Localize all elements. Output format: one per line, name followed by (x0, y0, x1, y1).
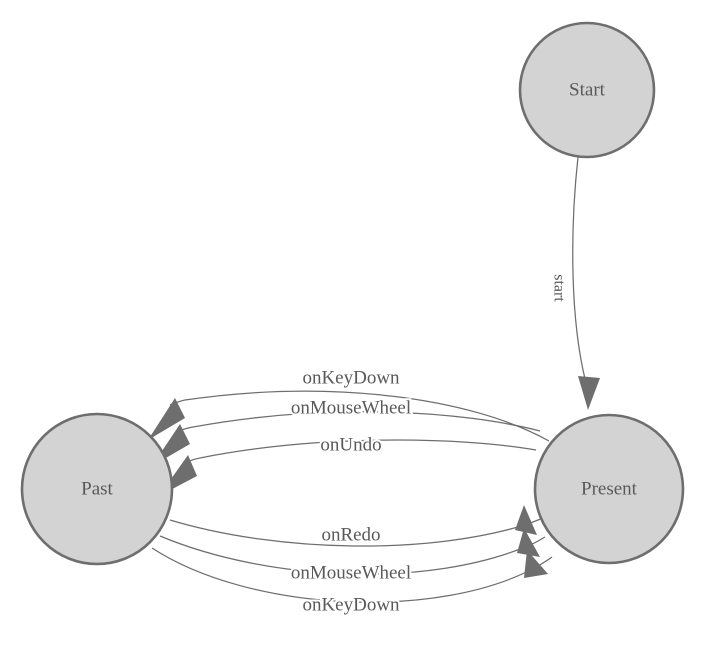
edge-start-to-present[interactable]: start (551, 156, 601, 410)
arrowhead-start-present (578, 376, 600, 410)
node-present[interactable]: Present (533, 413, 685, 565)
edge-label-present-past-1: onKeyDown (302, 368, 400, 389)
edge-path-present-past-3 (183, 439, 537, 464)
edge-label-start: start (551, 274, 568, 302)
node-present-circle[interactable] (533, 413, 685, 565)
edge-label-present-past-3: onUndo (320, 435, 381, 456)
edge-past-to-present-onredo[interactable] (169, 505, 544, 547)
edge-path-past-present-1 (169, 517, 544, 547)
node-start[interactable]: Start (518, 21, 656, 159)
edge-path-start-present (572, 156, 587, 384)
edge-labels: onKeyDown onMouseWheel onUndo onRedo onM… (289, 366, 413, 618)
edge-path-present-past-1 (169, 390, 550, 442)
edge-present-to-past-onkeydown[interactable] (148, 390, 550, 442)
arrowhead-past-present-2 (517, 528, 540, 557)
edge-label-past-present-2: onMouseWheel (291, 563, 411, 584)
edge-path-present-past-2 (175, 411, 541, 433)
edge-label-past-present-3: onKeyDown (302, 595, 400, 616)
node-past[interactable]: Past (20, 412, 174, 566)
edge-path-past-present-3 (151, 547, 553, 603)
edge-label-past-present-1: onRedo (321, 525, 380, 546)
edge-past-to-present-onmousewheel[interactable] (159, 528, 546, 575)
edge-label-present-past-2: onMouseWheel (291, 398, 411, 419)
node-start-circle[interactable] (518, 21, 656, 159)
edge-path-past-present-2 (159, 535, 546, 575)
node-past-circle[interactable] (20, 412, 174, 566)
edge-past-to-present-onkeydown[interactable] (151, 547, 553, 603)
arrowhead-past-present-1 (515, 505, 537, 535)
arrowhead-past-present-3 (524, 550, 548, 578)
arrowhead-present-past-1 (148, 398, 185, 440)
